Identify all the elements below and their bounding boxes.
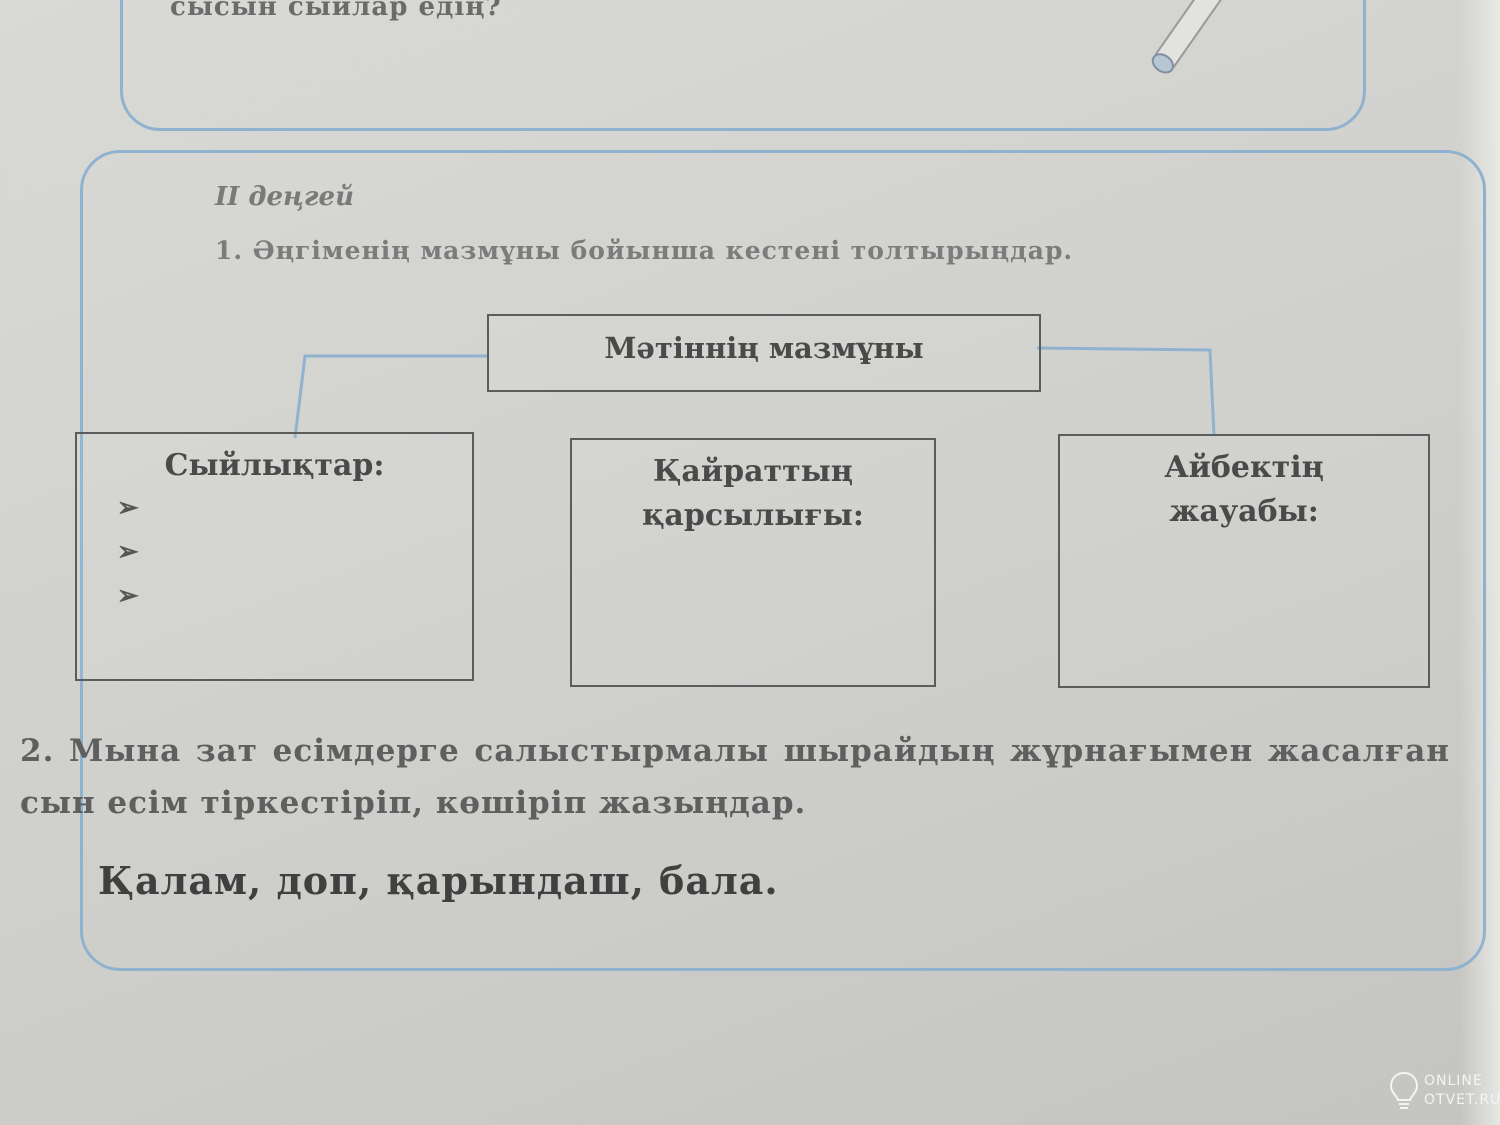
diagram-box-gifts: Сыйлықтар: ➢ ➢ ➢ — [75, 432, 474, 681]
diagram-box-aibek: Айбектің жауабы: — [1058, 434, 1430, 688]
task2-instruction: 2. Мына зат есімдерге салыстырмалы шырай… — [20, 733, 1450, 821]
watermark: ONLINE OTVET.RU — [1388, 1068, 1500, 1118]
diagram-box-kairat: Қайраттың қарсылығы: — [570, 438, 936, 687]
level-heading: ІІ деңгей — [215, 182, 355, 212]
diagram-root-box: Мәтіннің мазмұны — [487, 314, 1041, 392]
box-aibek-label-2: жауабы: — [1169, 494, 1319, 529]
connector-right — [1036, 346, 1216, 437]
box-gifts-label: Сыйлықтар: — [164, 448, 385, 483]
watermark-line1: ONLINE — [1424, 1073, 1483, 1089]
bullet-arrow-icon: ➢ — [117, 537, 139, 567]
watermark-line2: OTVET.RU — [1424, 1092, 1500, 1108]
task2-words: Қалам, доп, қарындаш, бала. — [98, 858, 779, 903]
diagram-root-label: Мәтіннің мазмұны — [604, 331, 924, 365]
previous-task-text: сысын сыйлар едің? — [170, 0, 502, 22]
box-kairat-label-2: қарсылығы: — [642, 498, 864, 533]
box-aibek-label-1: Айбектің — [1164, 450, 1324, 485]
lightbulb-icon — [1389, 1071, 1419, 1109]
previous-task-frame — [120, 0, 1366, 131]
bullet-arrow-icon: ➢ — [117, 493, 139, 523]
box-kairat-label-1: Қайраттың — [653, 454, 853, 489]
pencil-icon — [1151, 0, 1235, 74]
connector-left — [293, 354, 487, 439]
bullet-arrow-icon: ➢ — [117, 581, 139, 611]
task-frame — [80, 150, 1486, 971]
task1-instruction: 1. Әңгіменің мазмұны бойынша кестені тол… — [215, 236, 1074, 265]
